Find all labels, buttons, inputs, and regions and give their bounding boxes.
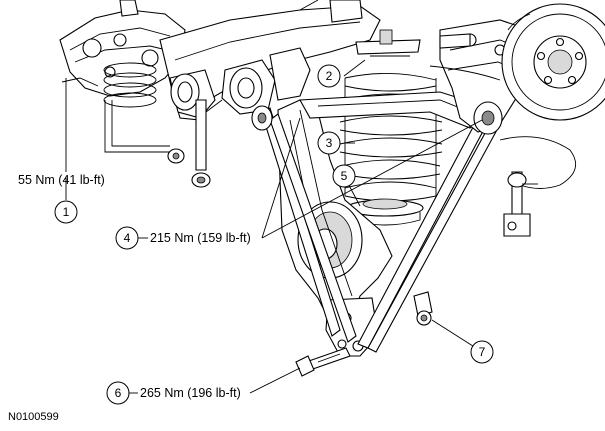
upper-arm-bushing <box>251 105 273 131</box>
callout-7-number: 7 <box>479 345 486 359</box>
lower-spring-isolator <box>346 198 424 226</box>
lower-arm-bolt <box>295 347 351 377</box>
callout-1-number: 1 <box>63 205 70 219</box>
callout-2-number: 2 <box>326 69 333 83</box>
figure-id: N0100599 <box>8 411 59 423</box>
callout-7: 7 <box>470 340 494 364</box>
callout-3: 3 <box>317 131 341 155</box>
callout-1: 1 <box>54 200 78 224</box>
upper-spring-mount <box>355 29 421 57</box>
brake-rotor <box>501 3 605 121</box>
callout-5-number: 5 <box>341 169 348 183</box>
right-stabilizer-link <box>503 171 538 237</box>
callout-4: 4 <box>115 226 139 250</box>
torque-label-1: 55 Nm (41 lb-ft) <box>18 173 105 187</box>
leader-lines <box>65 59 483 394</box>
lower-arm-nut <box>413 291 433 326</box>
callout-4-number: 4 <box>124 231 131 245</box>
torque-label-4: 215 Nm (159 lb-ft) <box>150 231 251 245</box>
left-coil-spring <box>103 62 157 108</box>
callout-6: 6 <box>106 381 130 405</box>
callout-5: 5 <box>332 164 356 188</box>
torque-label-6: 265 Nm (196 lb-ft) <box>140 386 241 400</box>
callout-3-number: 3 <box>326 136 333 150</box>
abs-sensor-harness <box>429 65 577 189</box>
callout-6-number: 6 <box>115 386 122 400</box>
toe-link-rods <box>261 107 499 353</box>
callout-2: 2 <box>317 64 341 88</box>
left-stabilizer-link <box>104 99 223 188</box>
left-knuckle-assembly <box>59 0 186 97</box>
